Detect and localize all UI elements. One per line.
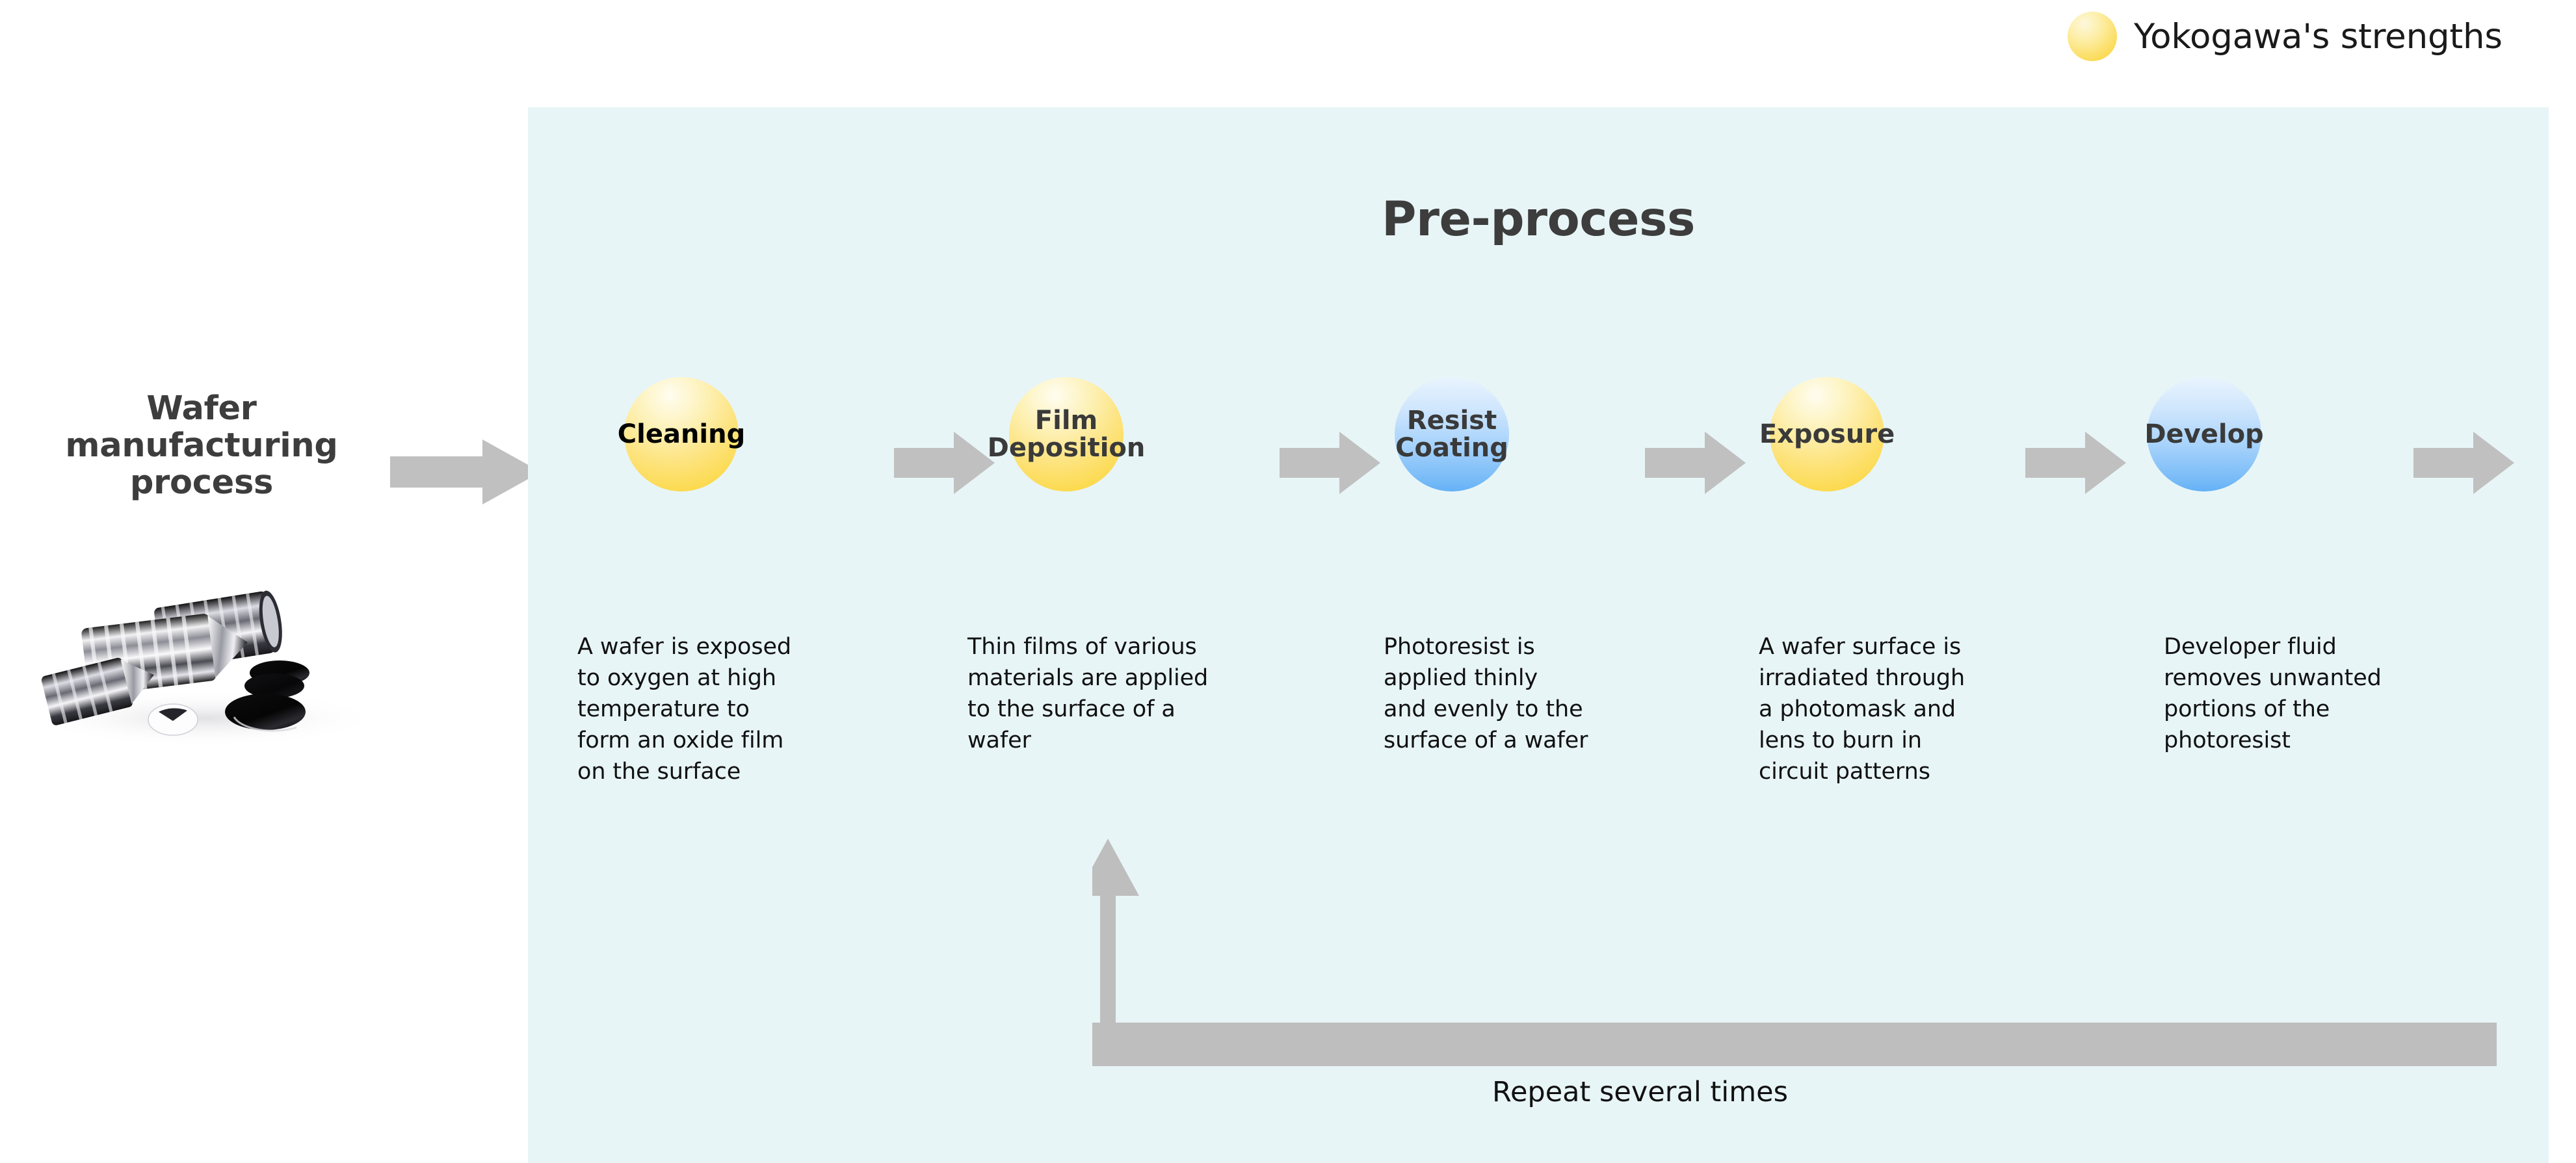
step-circle-exposure: Exposure: [1759, 377, 1895, 491]
flow-arrow-2-icon: [1280, 432, 1380, 494]
pre-process-panel: Pre-process: [528, 107, 2549, 1163]
process-step-develop[interactable]: Develop: [2144, 377, 2264, 491]
process-step-cleaning[interactable]: Cleaning: [618, 377, 745, 491]
legend-marker-icon: [2068, 12, 2117, 61]
step-label-cleaning: Cleaning: [617, 419, 746, 449]
step-description-resist-coating: Photoresist is applied thinly and evenly…: [1384, 634, 1588, 753]
step-description-develop: Developer fluid removes unwanted portion…: [2164, 634, 2382, 753]
process-step-resist-coating[interactable]: Resist Coating: [1395, 377, 1509, 491]
step-circle-develop: Develop: [2144, 377, 2264, 491]
step-circle-resist-coating: Resist Coating: [1395, 377, 1509, 491]
step-circle-film-deposition: Film Deposition: [988, 377, 1145, 491]
wafer-section-title: Wafer manufacturing process: [65, 389, 338, 503]
legend: Yokogawa's strengths: [2068, 12, 2503, 61]
step-label-film-deposition: Film Deposition: [987, 405, 1146, 463]
process-step-exposure[interactable]: Exposure: [1759, 377, 1895, 491]
step-label-resist-coating: Resist Coating: [1395, 405, 1508, 463]
repeat-loop-arrow-icon: [1092, 839, 2497, 1079]
entry-arrow-icon: [390, 439, 541, 504]
step-circle-cleaning: Cleaning: [618, 377, 745, 491]
legend-label: Yokogawa's strengths: [2134, 16, 2503, 57]
wafer-manufacturing-section: Wafer manufacturing process: [13, 389, 390, 747]
step-label-exposure: Exposure: [1759, 419, 1895, 449]
repeat-loop-label: Repeat several times: [1492, 1076, 1788, 1108]
flow-arrow-1-icon: [894, 432, 995, 494]
step-label-develop: Develop: [2144, 419, 2264, 449]
process-step-film-deposition[interactable]: Film Deposition: [988, 377, 1145, 491]
wafer-ingot-photo: [20, 556, 390, 751]
exit-arrow-icon: [2413, 432, 2514, 494]
step-description-exposure: A wafer surface is irradiated through a …: [1759, 634, 1965, 785]
step-description-cleaning: A wafer is exposed to oxygen at high tem…: [577, 634, 792, 785]
page-title: Pre-process: [1382, 192, 1695, 247]
step-description-film-deposition: Thin films of various materials are appl…: [967, 634, 1209, 753]
flow-arrow-3-icon: [1645, 432, 1746, 494]
flow-arrow-4-icon: [2025, 432, 2126, 494]
